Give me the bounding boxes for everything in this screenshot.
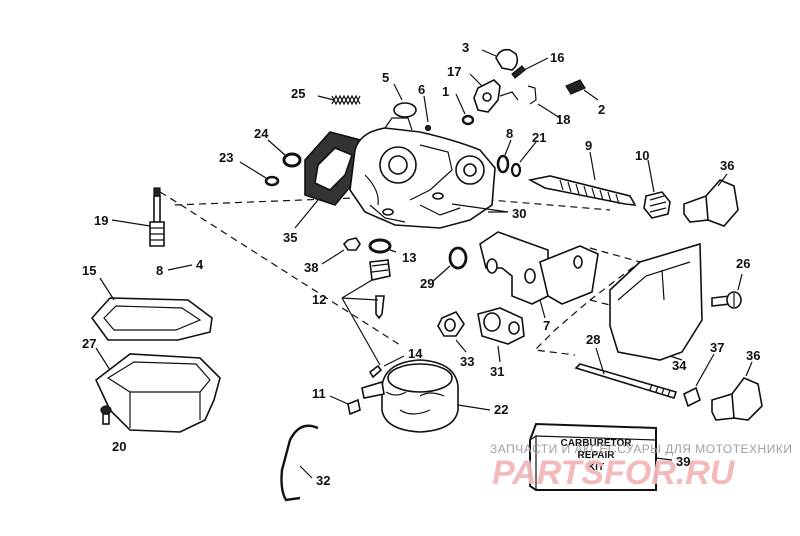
callout-36-upper: 36 <box>720 158 734 173</box>
callout-8-upper: 8 <box>506 126 513 141</box>
callout-9: 9 <box>585 138 592 153</box>
callout-24: 24 <box>254 126 269 141</box>
plug-part-5 <box>393 102 417 118</box>
kit-label-line3: KIT <box>588 462 604 473</box>
pin-part-6 <box>424 124 432 132</box>
callout-32: 32 <box>316 473 330 488</box>
washer-part-24 <box>282 152 302 168</box>
callout-10: 10 <box>635 148 649 163</box>
bushing-part-33 <box>437 311 465 337</box>
gasket-part-35 <box>304 131 369 206</box>
callout-17: 17 <box>447 64 461 79</box>
cam-part-31 <box>477 307 525 345</box>
callout-19: 19 <box>94 213 108 228</box>
callout-37: 37 <box>710 340 724 355</box>
bowl-gasket-part-15 <box>90 297 213 341</box>
washer-part-21 <box>510 162 522 178</box>
callout-2: 2 <box>598 102 605 117</box>
screw-part-26 <box>711 291 742 309</box>
packing-nut-part-10 <box>643 191 671 219</box>
needle-seat-part-12 <box>369 259 391 320</box>
kit-label-line2: REPAIR <box>577 450 615 461</box>
callout-16: 16 <box>550 50 564 65</box>
callout-25: 25 <box>291 86 305 101</box>
callout-28: 28 <box>586 332 600 347</box>
hinge-pin-part-14 <box>368 364 383 379</box>
callout-1: 1 <box>442 84 449 99</box>
float-bowl-part-27 <box>95 353 221 433</box>
screw-part-20 <box>100 405 112 425</box>
callout-38: 38 <box>304 260 318 275</box>
callout-23: 23 <box>219 150 233 165</box>
spring-part-25 <box>331 94 361 106</box>
callout-31: 31 <box>490 364 504 379</box>
callout-3: 3 <box>462 40 469 55</box>
callout-4: 4 <box>196 257 204 272</box>
callout-13: 13 <box>402 250 416 265</box>
wire-part-32 <box>280 424 319 502</box>
bracket-part-7 <box>479 231 599 305</box>
kit-label-line1: CARBURETOR <box>561 438 633 449</box>
repair-kit-box-part-39: CARBURETOR REPAIR KIT <box>529 422 657 491</box>
pin-part-11 <box>347 398 361 416</box>
nut-part-38 <box>342 237 361 251</box>
callout-22: 22 <box>494 402 508 417</box>
callout-14: 14 <box>408 346 423 361</box>
callout-29: 29 <box>420 276 434 291</box>
callout-39: 39 <box>676 454 690 469</box>
watermark-logo: PARTSFOR.RU <box>492 454 736 492</box>
callout-15: 15 <box>82 263 96 278</box>
callout-18: 18 <box>556 112 570 127</box>
callout-7: 7 <box>543 318 550 333</box>
knob-part-36-lower <box>711 377 763 421</box>
callout-6: 6 <box>418 82 425 97</box>
screw-part-19 <box>149 187 165 247</box>
callout-30: 30 <box>512 206 526 221</box>
carburetor-body <box>349 117 496 229</box>
throttle-linkage-parts <box>461 48 586 126</box>
callout-5: 5 <box>382 70 389 85</box>
knob-part-36-upper <box>683 179 739 227</box>
spring-part-37 <box>683 386 701 408</box>
callout-20: 20 <box>112 439 126 454</box>
watermark-caption: ЗАПЧАСТИ И АКСЕССУАРЫ ДЛЯ МОТОТЕХНИКИ <box>490 442 792 456</box>
watermark: ЗАПЧАСТИ И АКСЕССУАРЫ ДЛЯ МОТОТЕХНИКИ PA… <box>490 442 792 492</box>
shaft-part-28 <box>574 363 678 399</box>
washer-part-8 <box>496 154 510 174</box>
callout-11: 11 <box>312 386 326 401</box>
callout-34: 34 <box>672 358 687 373</box>
float-part-22 <box>361 359 459 433</box>
callout-12: 12 <box>312 292 326 307</box>
washer-part-23 <box>264 175 280 187</box>
callout-27: 27 <box>82 336 96 351</box>
callout-33: 33 <box>460 354 474 369</box>
callout-21: 21 <box>532 130 546 145</box>
callout-36-lower: 36 <box>746 348 760 363</box>
needle-valve-part-9 <box>527 175 637 206</box>
cover-part-34 <box>609 242 703 361</box>
callout-8-lower: 8 <box>156 263 163 278</box>
callout-35: 35 <box>283 230 297 245</box>
callout-26: 26 <box>736 256 750 271</box>
spacer-part-29 <box>448 246 468 270</box>
gasket-part-13 <box>368 238 392 254</box>
callout-labels: 3 16 17 5 6 1 25 2 18 24 8 21 9 10 23 36… <box>82 40 760 488</box>
